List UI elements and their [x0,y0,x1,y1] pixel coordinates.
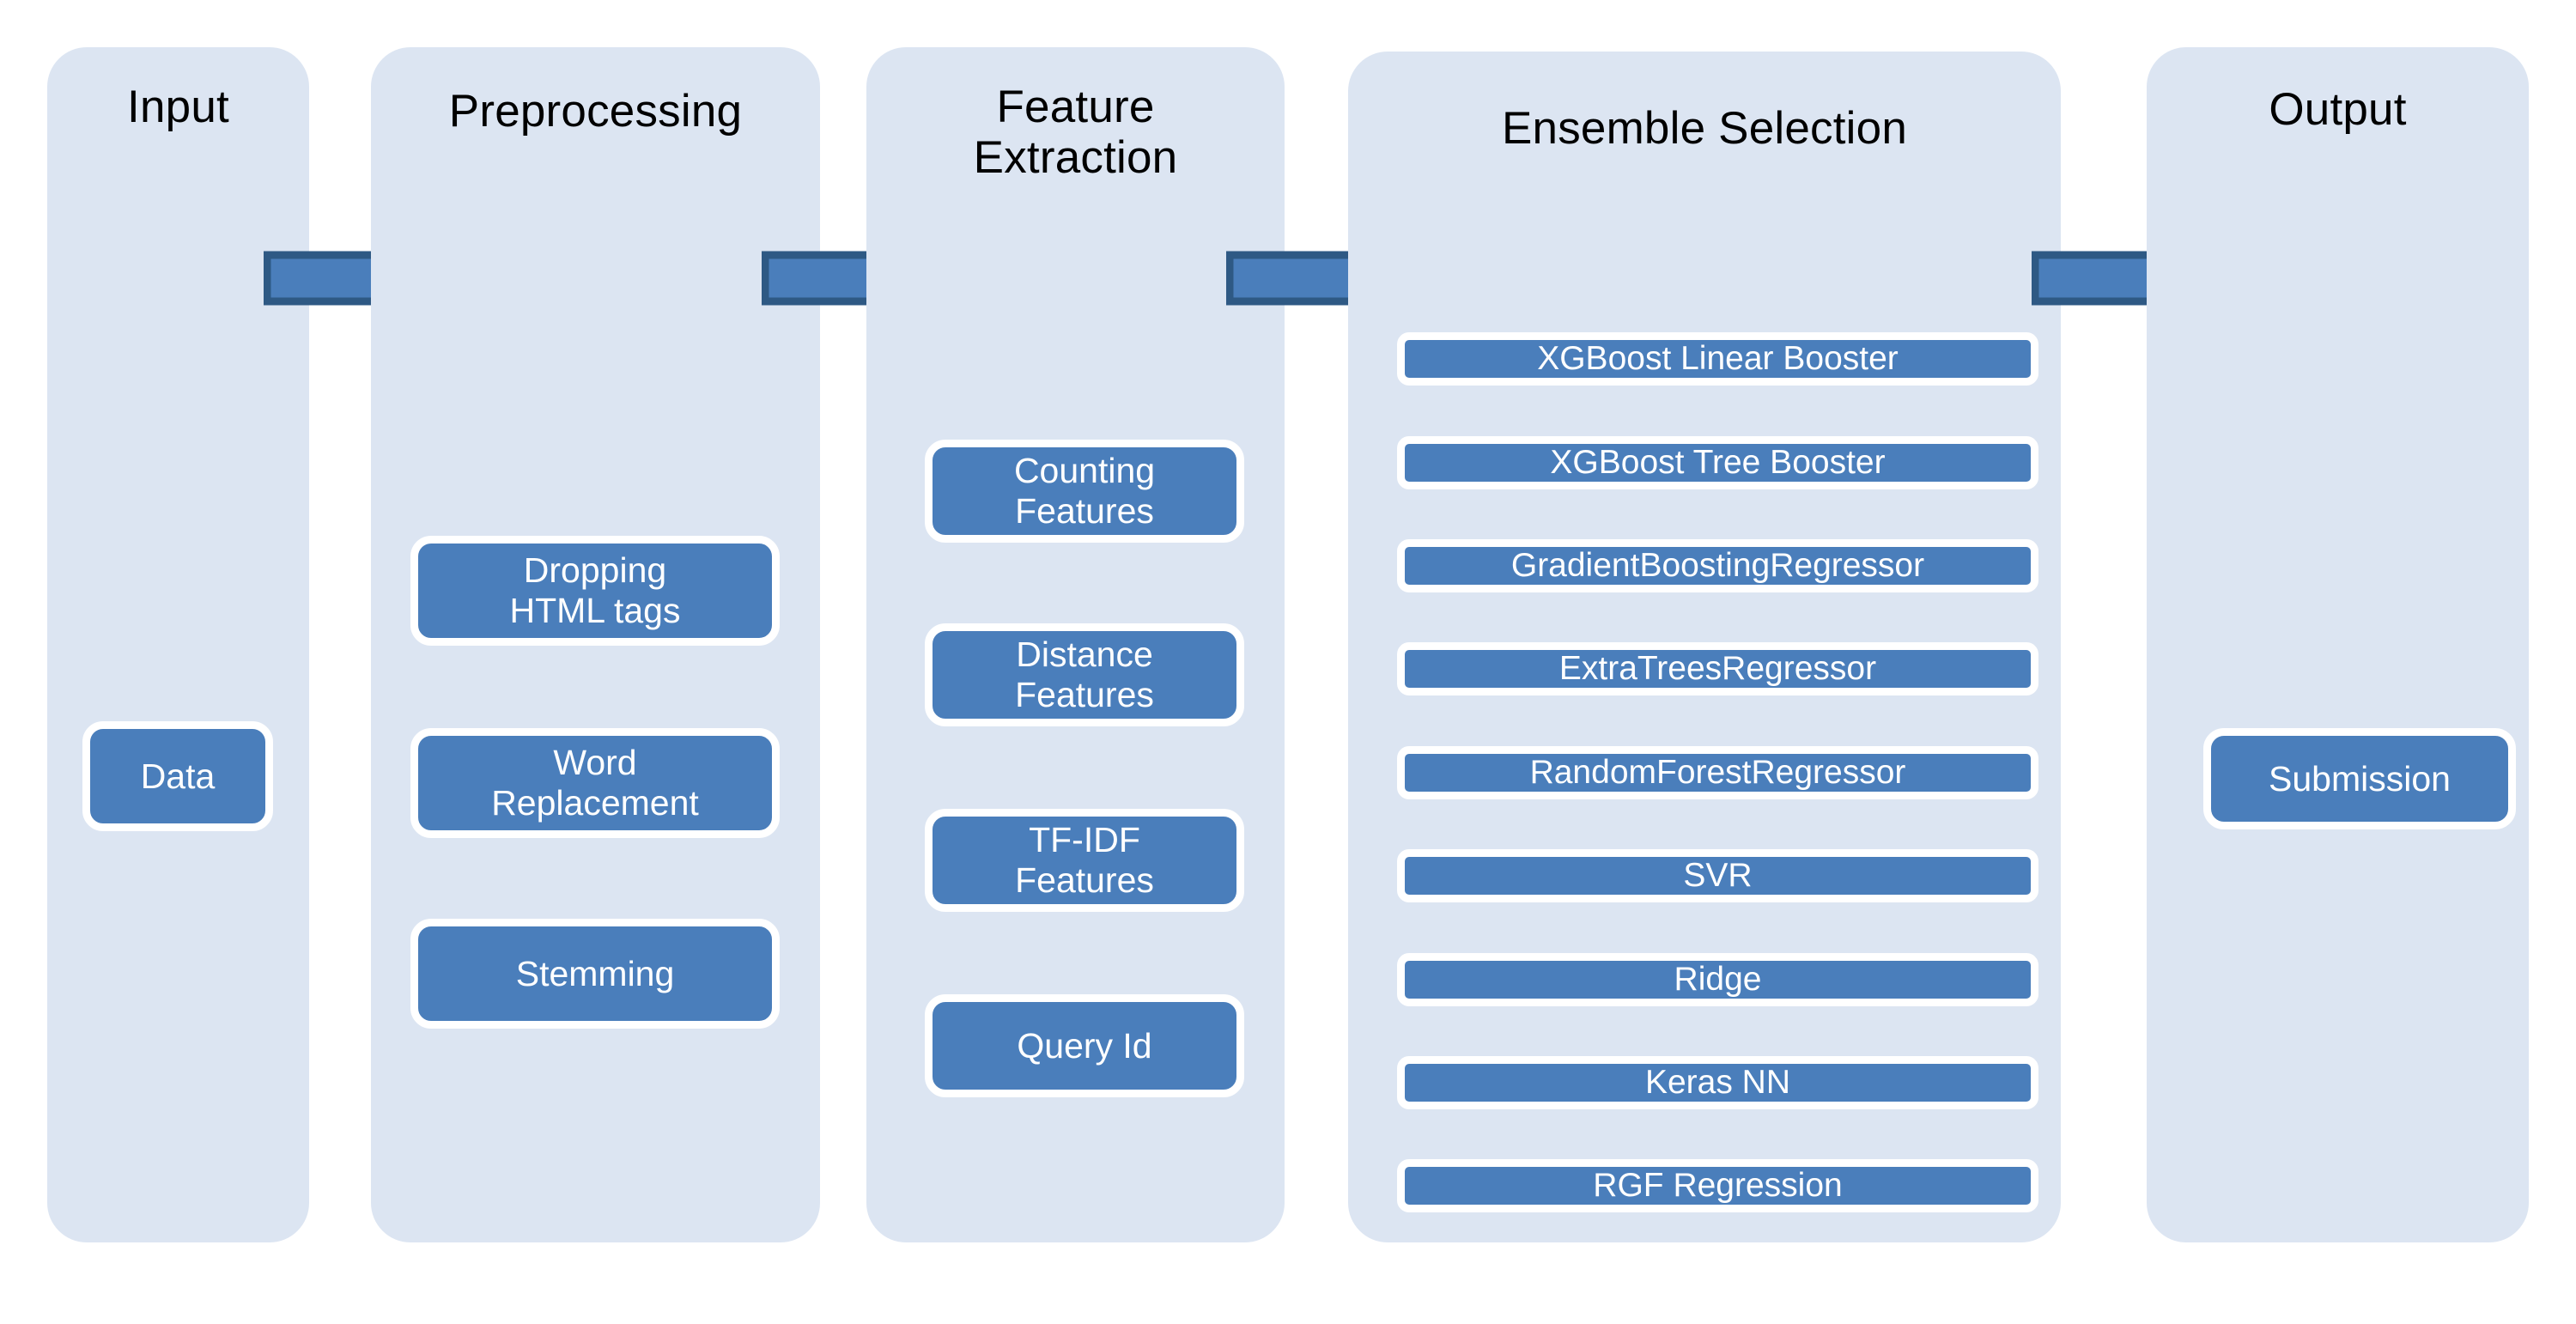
node-preprocessing-word-replacement[interactable]: Word Replacement [410,728,780,838]
stage-title-ensemble-selection: Ensemble Selection [1501,103,1908,154]
node-model-ridge[interactable]: Ridge [1397,953,2038,1006]
node-model-xgboost-tree-booster[interactable]: XGBoost Tree Booster [1397,436,2038,489]
node-preprocessing-dropping-html-tags[interactable]: Dropping HTML tags [410,536,780,646]
node-feature-distance-features[interactable]: Distance Features [925,623,1244,726]
stage-title-input: Input [127,82,229,132]
node-input-data[interactable]: Data [82,721,273,831]
node-model-extratreesregressor[interactable]: ExtraTreesRegressor [1397,642,2038,695]
node-model-gradientboostingregressor[interactable]: GradientBoostingRegressor [1397,539,2038,592]
stage-title-output: Output [2269,84,2407,135]
node-feature-tf-idf-features[interactable]: TF-IDF Features [925,809,1244,912]
node-model-keras-nn[interactable]: Keras NN [1397,1056,2038,1109]
node-feature-query-id[interactable]: Query Id [925,994,1244,1097]
node-model-svr[interactable]: SVR [1397,849,2038,902]
node-preprocessing-stemming[interactable]: Stemming [410,919,780,1029]
node-output-submission[interactable]: Submission [2203,728,2516,829]
node-model-randomforestregressor[interactable]: RandomForestRegressor [1397,746,2038,799]
stage-panel-input [47,47,309,1242]
stage-title-preprocessing: Preprocessing [448,86,743,137]
node-model-rgf-regression[interactable]: RGF Regression [1397,1159,2038,1212]
stage-title-feature-extraction: Feature Extraction [973,82,1178,184]
node-model-xgboost-linear-booster[interactable]: XGBoost Linear Booster [1397,332,2038,386]
stage-panel-output [2147,47,2529,1242]
node-feature-counting-features[interactable]: Counting Features [925,440,1244,543]
